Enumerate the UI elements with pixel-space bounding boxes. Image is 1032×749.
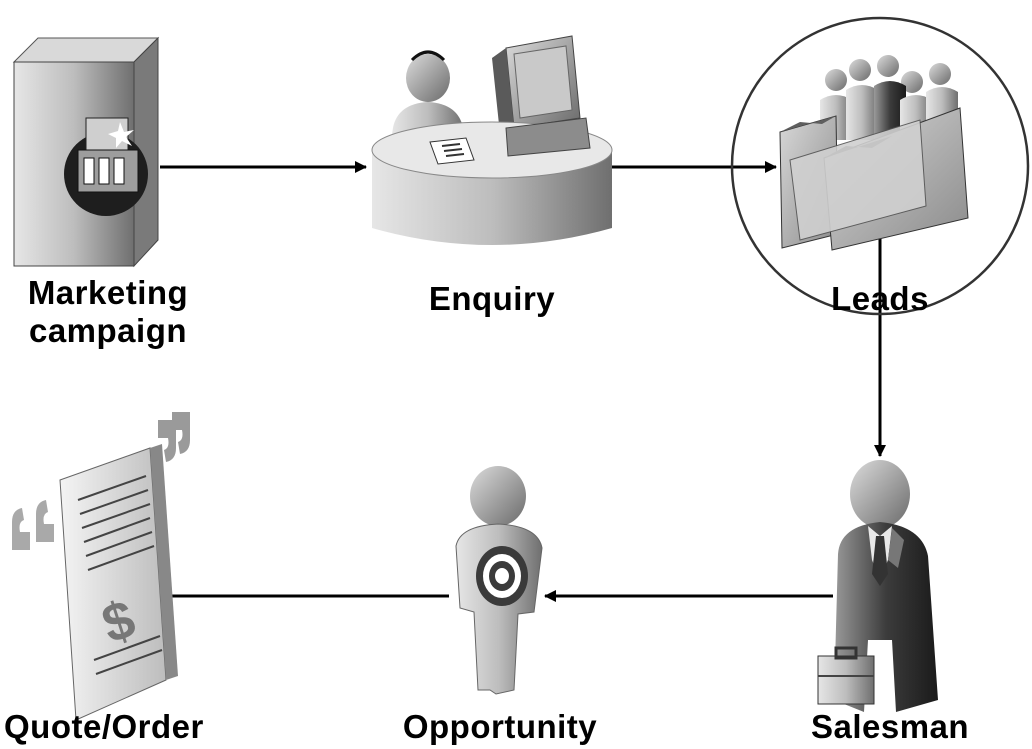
lead-folders-icon [730,16,1030,316]
marketing-label-line1: Marketing [27,274,189,311]
opportunity-label: Opportunity [402,708,598,745]
salesman-icon [817,460,938,712]
leads-label: Leads [831,280,929,317]
reception-desk-icon [371,35,613,245]
salesman-label: Salesman [810,708,970,745]
quote-order-label: Quote/Order [4,708,204,745]
quote-document-icon: $ [12,412,190,721]
target-person-icon [455,466,543,695]
marketing-label-line2: campaign [28,312,188,349]
enquiry-label: Enquiry [428,280,556,317]
brochure-icon [12,36,160,268]
marketing-campaign-label: Marketing campaign [18,274,198,350]
